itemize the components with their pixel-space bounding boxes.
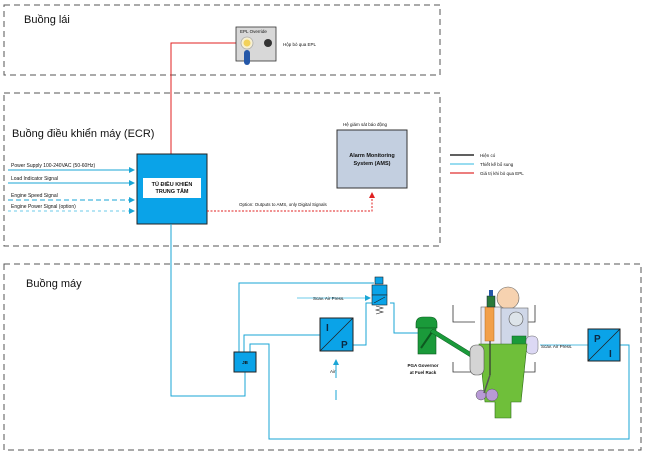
central-unit-line2: TRUNG TÂM (156, 188, 189, 195)
solenoid-valve[interactable] (371, 276, 388, 315)
input-label-power-supply: Power Supply 100-240VAC (50-60Hz) (11, 163, 95, 169)
ip-top-letter: I (326, 323, 329, 334)
ams-link-label: Option: Outputs to AMS, only Digital Sig… (239, 202, 328, 207)
spring-icon (374, 305, 385, 315)
central-unit-line1: TỦ ĐIỀU KHIỂN (152, 181, 193, 188)
epl-panel-label: EPL Override (240, 29, 267, 34)
ams-line2: System (AMS) (354, 161, 391, 167)
legend-label-additional: Thiết kế bổ sung (480, 161, 514, 167)
scav-air-label-left: Scav. Air Press. (313, 296, 344, 301)
main-engine-illustration (452, 286, 539, 419)
input-signals: Power Supply 100-240VAC (50-60Hz) Load I… (8, 163, 135, 214)
central-control-unit[interactable]: TỦ ĐIỀU KHIỂN TRUNG TÂM (136, 153, 208, 225)
pi-converter[interactable]: P I (587, 328, 621, 362)
epl-box-caption: Hộp bỏ qua EPL (283, 41, 317, 47)
scav-air-label-right: Scav. Air Press. (541, 344, 572, 349)
input-label-engine-speed: Engine Speed Signal (11, 193, 58, 199)
junction-box[interactable]: JB (233, 351, 257, 373)
jb-label: JB (242, 360, 249, 365)
ip-bottom-letter: P (341, 340, 348, 351)
zone-ecr-title: Buồng điều khiển máy (ECR) (12, 128, 154, 140)
zone-engine-room-title: Buồng máy (26, 278, 82, 290)
zone-ecr: Buồng điều khiển máy (ECR) (3, 92, 441, 247)
zone-bridge: Buồng lái (3, 4, 441, 76)
pga-governor[interactable] (415, 316, 476, 359)
zone-engine-room: Buồng máy (3, 263, 642, 451)
key-icon (244, 50, 250, 65)
ams-caption: Hệ giám sát báo động (343, 122, 388, 127)
legend-label-existing: Hiện có (480, 153, 496, 158)
ams-line1: Alarm Monitoring (349, 153, 395, 159)
governor-label-line2: at Fuel Rack (410, 370, 437, 375)
epl-override-line (170, 42, 238, 154)
ip-converter[interactable]: I P (319, 317, 354, 352)
legend-label-epl: Giá trị khi bỏ qua EPL (480, 170, 524, 176)
air-label: Air (330, 369, 336, 374)
input-label-load-indicator: Load Indicator Signal (11, 176, 58, 182)
pi-bottom-letter: I (609, 349, 612, 360)
epl-override-panel[interactable]: EPL Override (235, 26, 277, 65)
alarm-monitoring-system[interactable]: Alarm Monitoring System (AMS) (336, 129, 408, 189)
override-knob-icon[interactable] (264, 39, 272, 47)
zone-bridge-title: Buồng lái (24, 14, 70, 26)
ams-optional-link (207, 192, 375, 212)
input-label-engine-power: Engine Power Signal (option) (11, 204, 76, 210)
legend: Hiện có Thiết kế bổ sung Giá trị khi bỏ … (450, 153, 524, 176)
governor-label-line1: PGA Governor (407, 363, 438, 368)
pi-top-letter: P (594, 334, 601, 345)
engine-room-wiring (170, 224, 630, 440)
